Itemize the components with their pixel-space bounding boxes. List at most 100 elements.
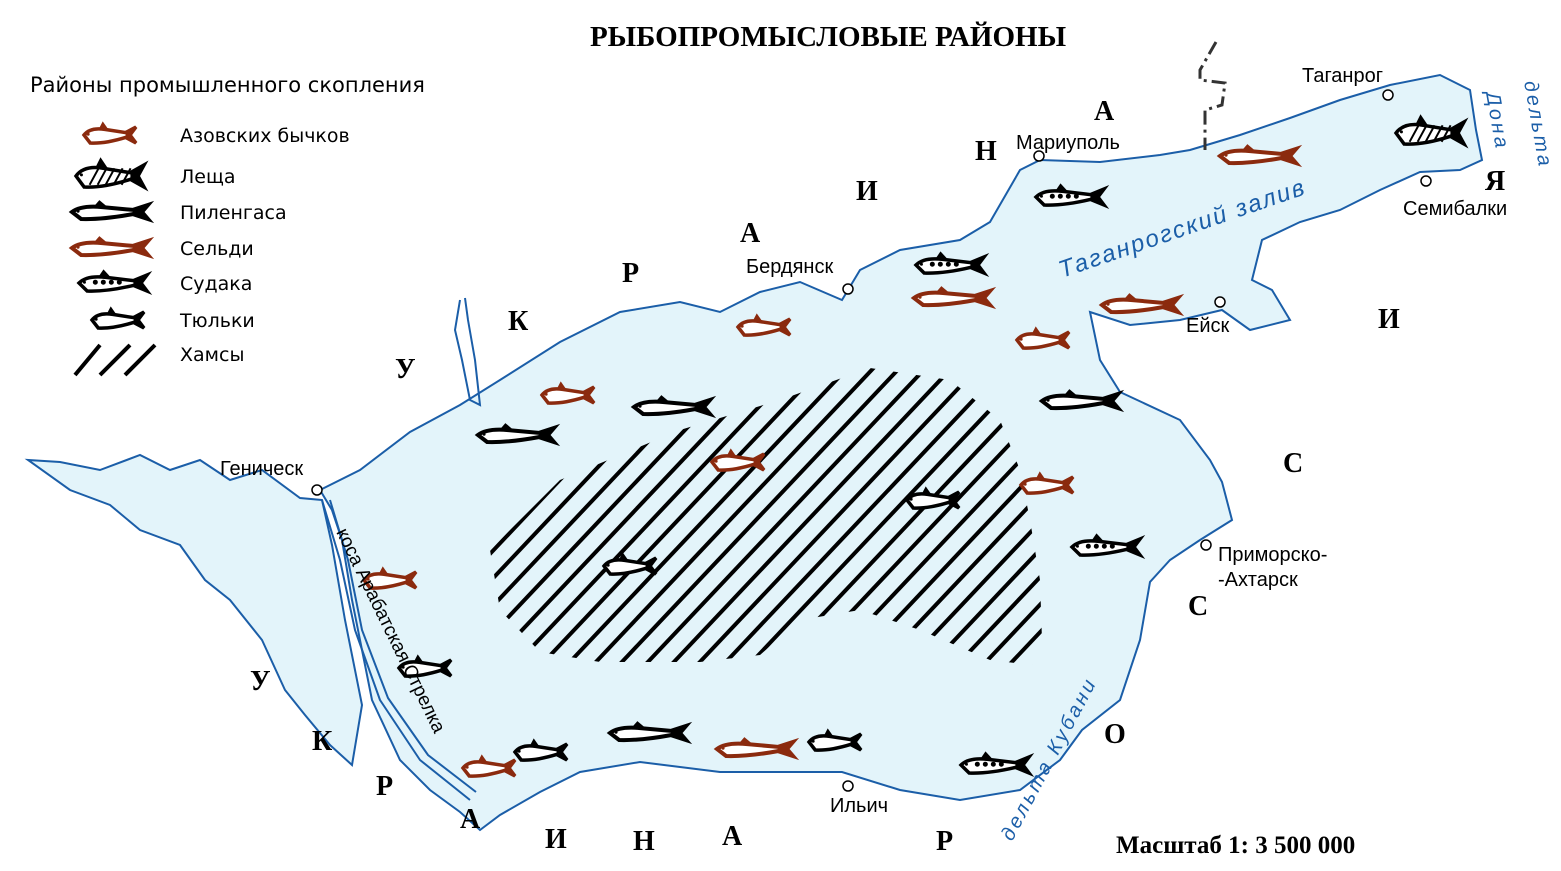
anchovy-hatch-line — [1210, 340, 1550, 700]
city-mariupol: Мариуполь — [1016, 132, 1120, 154]
legend-label-sprat: Тюльки — [179, 310, 255, 332]
zander-fish-icon — [913, 251, 990, 278]
azov-sea — [318, 73, 1484, 832]
country-letter: Я — [1485, 166, 1505, 197]
goby-fish-icon — [709, 448, 766, 472]
city-primorsko: Приморско- — [1218, 544, 1327, 566]
anchovy-legend-hatch-icon — [73, 343, 157, 377]
map-title: РЫБОПРОМЫСЛОВЫЕ РАЙОНЫ — [590, 20, 1066, 53]
anchovy-hatch-line — [532, 368, 876, 665]
city-marker-primorsko-akhtarsk — [1200, 539, 1212, 551]
anchovy-hatch-line — [1288, 340, 1561, 700]
sprat-fish-icon — [89, 306, 146, 330]
country-letter: К — [508, 306, 529, 337]
anchovy-hatch-line — [558, 368, 902, 665]
country-letter: А — [722, 821, 743, 852]
cities — [311, 89, 1432, 792]
city-marker-mariupol — [1033, 150, 1045, 162]
don-delta-label-2: Дона — [1481, 88, 1513, 152]
city-taganrog: Таганрог — [1302, 65, 1383, 87]
anchovy-hatch-line — [636, 368, 980, 665]
anchovy-hatch-line — [662, 368, 1006, 665]
herring-fish-icon — [1216, 144, 1303, 168]
country-letter: С — [1283, 448, 1303, 479]
country-ukraine-south: У К Р А И Н А — [250, 666, 743, 857]
anchovy-hatch-line — [688, 368, 1032, 665]
country-letter: И — [1378, 304, 1400, 335]
anchovy-hatch-line — [584, 368, 928, 665]
anchovy-hatch-line — [1184, 340, 1524, 700]
country-letter: Р — [622, 258, 639, 289]
city-ilyich: Ильич — [830, 795, 888, 817]
pilengas-fish-icon — [474, 423, 561, 447]
city-marker-genichesk — [311, 484, 323, 496]
city-genichesk: Геническ — [220, 458, 303, 480]
border-line — [1198, 41, 1227, 150]
city-berdyansk: Бердянск — [746, 256, 833, 278]
goby-fish-icon — [1018, 471, 1075, 495]
legend-label-zander: Судака — [180, 273, 252, 295]
city-marker-yeysk — [1214, 296, 1226, 308]
country-ukraine-north: У К Р А И Н А — [395, 96, 1115, 385]
map-scale: Масштаб 1: 3 500 000 — [1116, 832, 1355, 859]
goby-fish-icon — [735, 313, 792, 337]
fish-markers — [361, 114, 1469, 778]
pilengas-fish-icon — [1038, 389, 1125, 413]
anchovy-hatch-line — [506, 368, 850, 665]
legend: Районы промышленного скопления Азовских … — [30, 73, 425, 377]
city-marker-ilyich — [842, 780, 854, 792]
city-akhtarsk: -Ахтарск — [1218, 569, 1298, 591]
herring-fish-icon — [1098, 293, 1185, 317]
country-letter: Р — [376, 771, 393, 802]
goby-fish-icon — [1014, 326, 1071, 350]
anchovy-hatch-line — [1262, 340, 1561, 700]
country-letter: Р — [936, 826, 953, 857]
city-semibalki: Семибалки — [1403, 198, 1507, 220]
arabat-spit — [321, 499, 471, 801]
pilengas-fish-icon — [68, 200, 155, 224]
sprat-fish-icon — [904, 486, 961, 510]
bream-fish-icon — [73, 157, 149, 192]
country-letter: К — [312, 726, 333, 757]
city-yeysk: Ейск — [1186, 315, 1230, 337]
city-marker-berdyansk — [842, 283, 854, 295]
country-letter: А — [740, 218, 761, 249]
country-letter: И — [856, 176, 878, 207]
legend-label-anchovy: Хамсы — [180, 344, 244, 366]
goby-fish-icon — [460, 754, 517, 778]
pilengas-fish-icon — [606, 721, 693, 745]
legend-title: Районы промышленного скопления — [30, 73, 425, 97]
arabat-spit-inner — [329, 499, 477, 793]
legend-label-bream: Леща — [180, 166, 236, 188]
sprat-fish-icon — [601, 552, 658, 576]
country-letter: Н — [633, 826, 655, 857]
zander-fish-icon — [958, 751, 1035, 778]
country-letter: А — [1094, 96, 1115, 127]
herring-fish-icon — [910, 286, 997, 310]
country-letter: С — [1188, 591, 1208, 622]
sprat-fish-icon — [806, 728, 863, 752]
country-letter: А — [460, 804, 481, 835]
molochny-estuary — [453, 297, 482, 407]
zander-fish-icon — [1033, 183, 1110, 210]
sprat-fish-icon — [512, 738, 569, 762]
legend-label-pilengas: Пиленгаса — [180, 202, 287, 224]
anchovy-hatch-line — [948, 368, 1042, 665]
herring-fish-icon — [713, 737, 800, 761]
anchovy-hatch-line — [922, 368, 1042, 665]
country-letter: Н — [975, 136, 997, 167]
goby-fish-icon — [361, 566, 418, 590]
pilengas-fish-icon — [630, 395, 717, 419]
country-letter: У — [250, 666, 271, 697]
anchovy-hatch-line — [896, 368, 1042, 665]
city-marker-semibalki — [1420, 175, 1432, 187]
country-letter: У — [395, 354, 416, 385]
zander-fish-icon — [1069, 533, 1146, 560]
anchovy-hatch-line — [1236, 340, 1561, 700]
don-delta-label-1: дельта — [1519, 79, 1556, 170]
legend-label-goby: Азовских бычков — [180, 125, 350, 147]
legend-label-herring: Сельди — [180, 238, 254, 260]
anchovy-hatch-line — [610, 368, 954, 665]
goby-fish-icon — [539, 381, 596, 405]
